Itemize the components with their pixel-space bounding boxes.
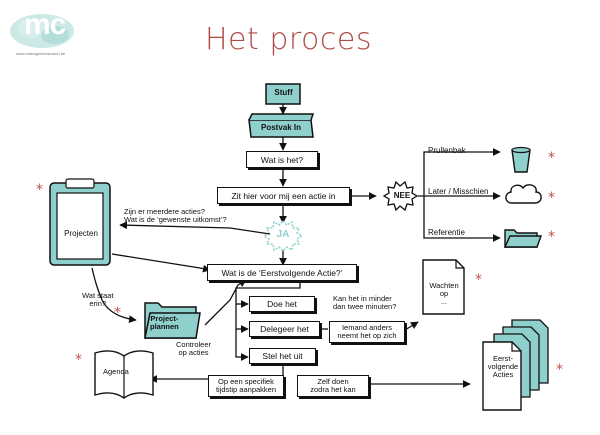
multiple-actions-label: Zijn er meerdere acties? Wat is de ‘gewe… [124, 207, 227, 224]
next-actions-stack-shape [482, 319, 549, 411]
waiting-document-shape [422, 259, 465, 315]
logo-icon [10, 14, 74, 48]
someone-else-box: Iemand anders neemt het op zich [329, 321, 405, 343]
project-plans-folder-shape [144, 302, 201, 339]
specific-time-box: Op een specifiek tijdstip aanpakken [208, 375, 284, 397]
projects-label: Projecten [64, 229, 98, 238]
defer-box: Stel het uit [249, 348, 316, 364]
star-projects: * [36, 182, 43, 198]
asap-box: Zelf doen zodra het kan [297, 375, 369, 397]
agenda-book-shape [94, 350, 154, 399]
star-trash: * [548, 150, 555, 166]
actionable-box: Zit hier voor mij een actie in [217, 187, 350, 204]
star-reference: * [548, 229, 555, 245]
yes-label: JA [276, 229, 290, 240]
logo-text: mc [24, 8, 66, 41]
star-later: * [548, 190, 555, 206]
trash-label: Prullenbak [428, 146, 466, 155]
reference-label: Referentie [428, 228, 465, 237]
star-project-plans: * [114, 305, 121, 321]
review-label: Controleer op acties [176, 340, 212, 357]
stuff-label: Stuff [274, 88, 293, 97]
page-title: Het proces [205, 22, 372, 57]
star-waiting: * [475, 272, 482, 288]
no-label: NEE [393, 191, 411, 200]
next-actions-list-label: Eerst- volgende Acties [487, 354, 519, 379]
yes-badge-shape [262, 219, 304, 253]
waiting-label: Wachten op ... [429, 281, 459, 306]
no-badge-shape [382, 180, 419, 212]
clipboard-shape [49, 178, 111, 266]
project-plans-label: Project- plannen [150, 314, 179, 331]
star-next-actions: * [556, 362, 563, 378]
agenda-label: Agenda [103, 367, 129, 376]
trash-icon [511, 146, 531, 173]
delegate-box: Delegeer het [249, 321, 320, 337]
inbox-label: Postvak In [260, 123, 301, 132]
later-label: Later / Misschien [428, 187, 489, 196]
what-is-it-box: Wat is het? [246, 151, 318, 168]
two-minutes-label: Kan het in minder dan twee minuten? [333, 294, 397, 311]
whats-in-label: Wat staat erin? [82, 291, 114, 308]
folder-icon [503, 229, 542, 248]
cloud-icon [505, 184, 542, 204]
do-it-box: Doe het [249, 296, 315, 312]
next-action-box: Wat is de ‘Eerstvolgende Actie?’ [207, 264, 357, 281]
logo-site: www.managementcoach.be [16, 51, 66, 56]
star-agenda: * [75, 352, 82, 368]
